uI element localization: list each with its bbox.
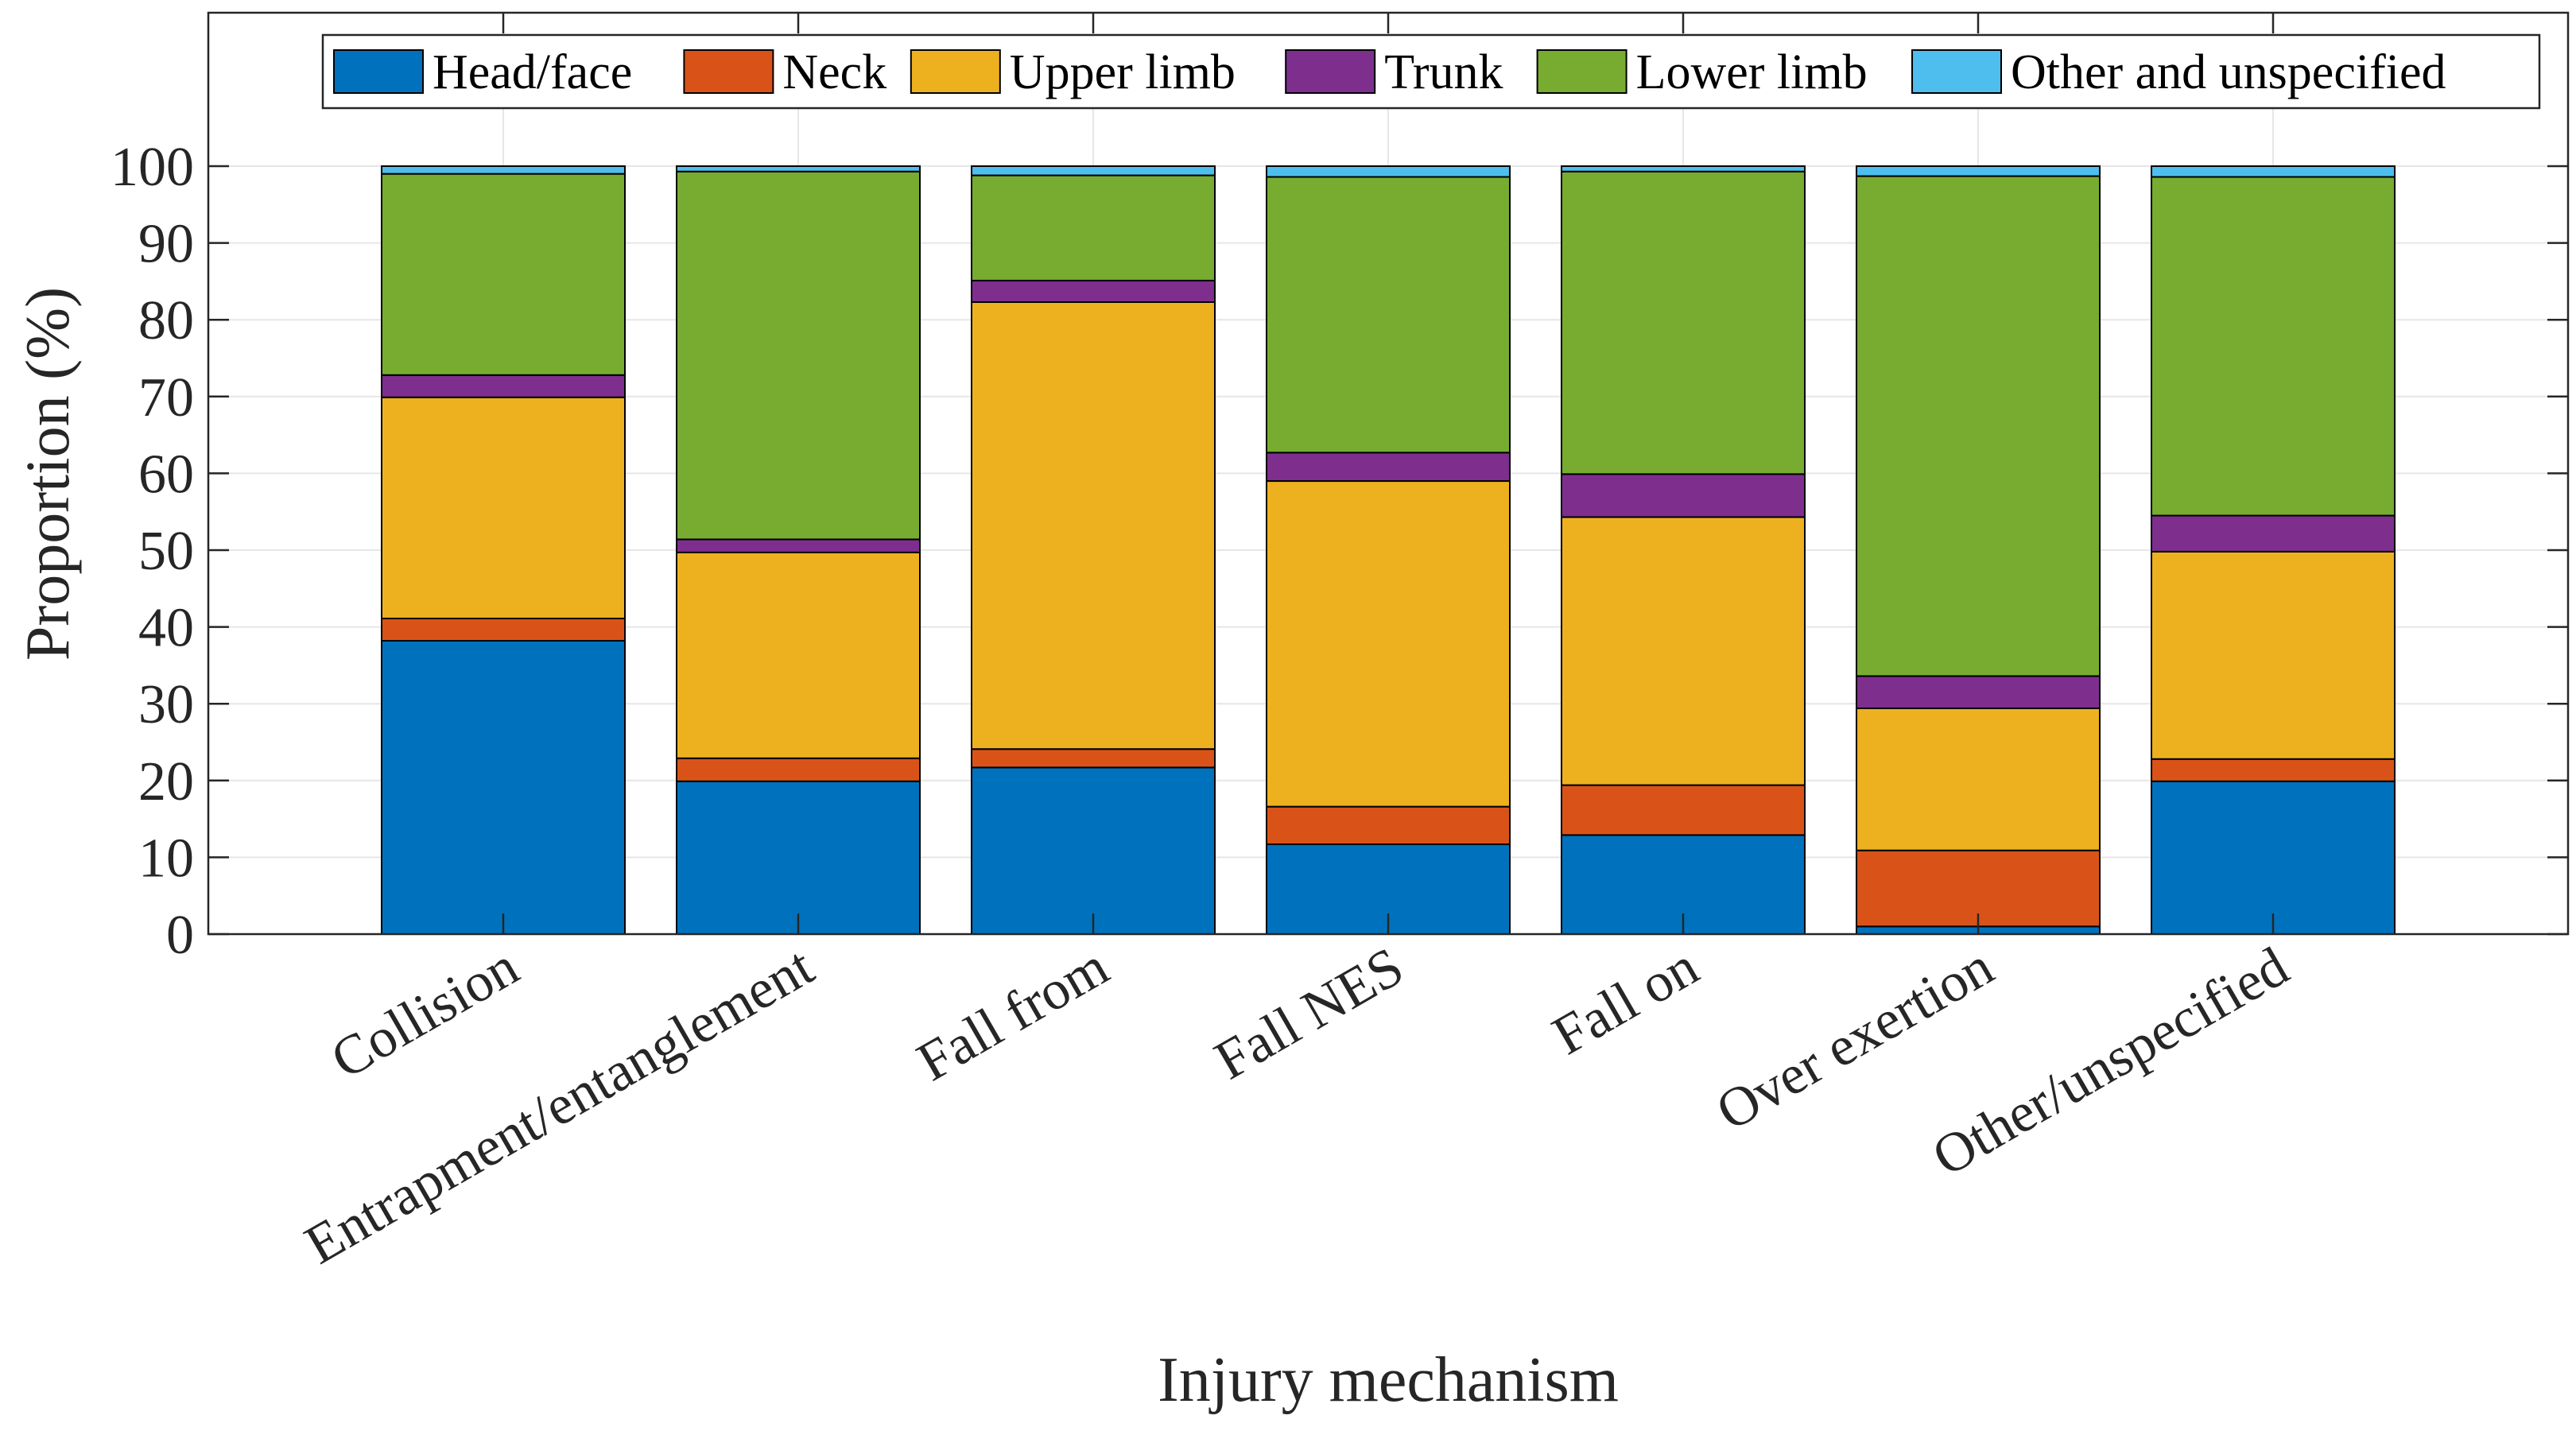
bar-segment bbox=[1561, 516, 1806, 786]
bar-segment bbox=[676, 538, 921, 553]
bar-segment bbox=[381, 396, 626, 619]
legend-label: Lower limb bbox=[1636, 45, 1868, 99]
legend-swatch bbox=[1911, 49, 2002, 94]
bar-segment bbox=[676, 551, 921, 759]
bar-segment bbox=[1561, 784, 1806, 836]
legend-label: Neck bbox=[782, 45, 886, 99]
axes bbox=[207, 11, 2570, 936]
bar-segment bbox=[676, 780, 921, 935]
bar-segment bbox=[381, 173, 626, 376]
y-tick-label: 50 bbox=[138, 521, 194, 582]
bar-segment bbox=[1266, 480, 1511, 808]
bar-segment bbox=[971, 766, 1216, 935]
legend-label: Upper limb bbox=[1010, 45, 1236, 99]
legend-swatch bbox=[683, 49, 774, 94]
x-tick-label: Collision bbox=[321, 936, 529, 1091]
bar-segment bbox=[1561, 170, 1806, 475]
legend-label: Trunk bbox=[1384, 45, 1503, 99]
bar-segment bbox=[2151, 758, 2396, 782]
bar-segment bbox=[1856, 175, 2101, 677]
bar-segment bbox=[2151, 176, 2396, 517]
bar-segment bbox=[1266, 805, 1511, 845]
bar-segment bbox=[1856, 165, 2101, 177]
legend-label: Head/face bbox=[433, 45, 632, 99]
bar-segment bbox=[676, 170, 921, 541]
x-tick-label: Fall NES bbox=[1205, 936, 1414, 1092]
bar-segment bbox=[971, 279, 1216, 303]
bar-segment bbox=[676, 165, 921, 173]
x-tick-label: Over exertion bbox=[1707, 936, 2004, 1142]
legend-label: Other and unspecified bbox=[2011, 45, 2446, 99]
bar-segment bbox=[971, 301, 1216, 750]
bar-segment bbox=[1856, 707, 2101, 851]
bar-segment bbox=[2151, 514, 2396, 553]
bar-segment bbox=[1266, 452, 1511, 483]
y-tick-label: 10 bbox=[138, 828, 194, 889]
y-tick-label: 0 bbox=[166, 905, 194, 966]
bar-segment bbox=[1266, 165, 1511, 178]
bar-segment bbox=[1856, 675, 2101, 709]
y-tick-labels: 0 10 20 30 40 50 60 70 80 90 100 bbox=[111, 137, 194, 966]
legend-swatch bbox=[1285, 49, 1376, 94]
bar-segment bbox=[676, 757, 921, 782]
bar-segment bbox=[971, 748, 1216, 769]
y-tick-label: 90 bbox=[138, 214, 194, 275]
bar-segment bbox=[2151, 165, 2396, 178]
x-axis-title: Injury mechanism bbox=[1158, 1345, 1619, 1415]
bar-segment bbox=[971, 165, 1216, 176]
bar-segment bbox=[971, 174, 1216, 281]
y-tick-label: 60 bbox=[138, 444, 194, 505]
bar-segment bbox=[381, 374, 626, 398]
legend: Head/face Neck Upper limb Trunk Lower limb Ot… bbox=[321, 33, 2541, 110]
y-tick-label: 100 bbox=[111, 137, 194, 198]
bar-segment bbox=[2151, 550, 2396, 760]
y-axis-title: Proportion (%) bbox=[13, 287, 82, 661]
x-tick-label: Fall from bbox=[907, 936, 1119, 1093]
legend-swatch bbox=[910, 49, 1001, 94]
bar-segment bbox=[1266, 176, 1511, 454]
y-tick-label: 40 bbox=[138, 598, 194, 659]
legend-swatch bbox=[1536, 49, 1627, 94]
y-tick-label: 30 bbox=[138, 674, 194, 735]
y-tick-label: 80 bbox=[138, 290, 194, 351]
y-tick-label: 70 bbox=[138, 367, 194, 429]
x-tick-label: Fall on bbox=[1542, 936, 1709, 1067]
y-tick-label: 20 bbox=[138, 751, 194, 812]
bars bbox=[381, 165, 2396, 936]
bar-segment bbox=[2151, 780, 2396, 935]
bar-segment bbox=[381, 165, 626, 175]
bar-segment bbox=[381, 617, 626, 642]
bar-segment bbox=[1561, 165, 1806, 173]
legend-swatch bbox=[333, 49, 424, 94]
x-tick-label: Entrapment/entanglement bbox=[295, 936, 824, 1276]
bar-segment bbox=[1561, 473, 1806, 518]
bar-segment bbox=[381, 639, 626, 935]
